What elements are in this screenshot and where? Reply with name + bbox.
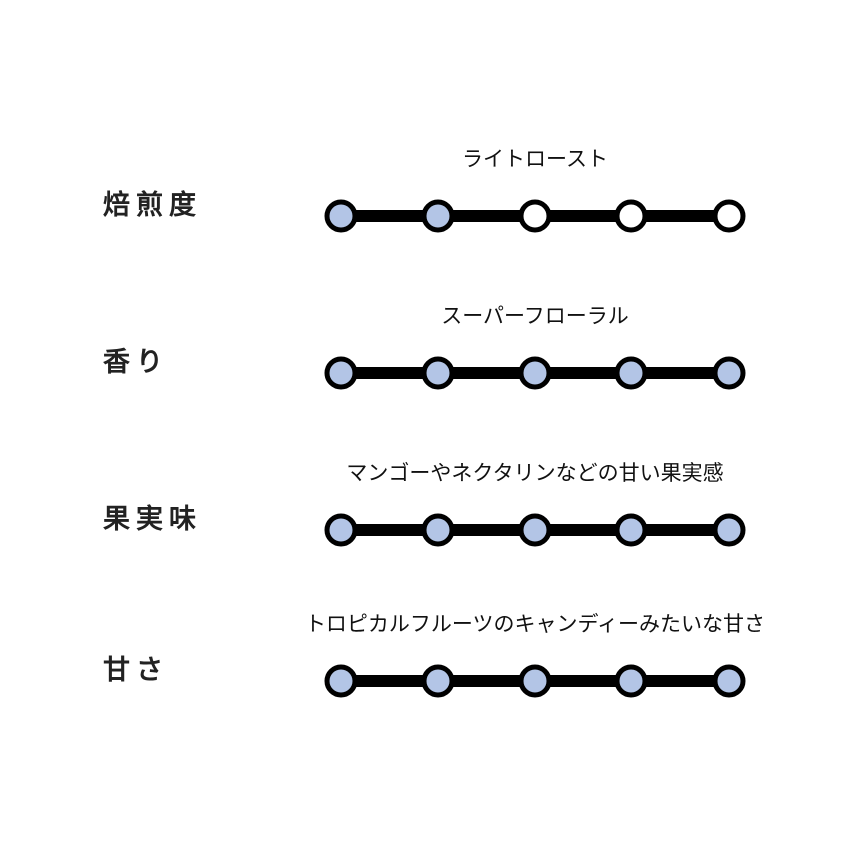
scale-dot-filled [421,513,455,547]
scale-dot-filled [421,664,455,698]
row-sweetness: 甘さ トロピカルフルーツのキャンディーみたいな甘さ [0,611,850,711]
scale-dot-filled [324,356,358,390]
row-aroma: 香り スーパーフローラル [0,303,850,403]
rating-scale [324,664,746,698]
scale-dot-empty [614,199,648,233]
row-label: 果実味 [103,504,202,535]
scale-dot-empty [712,199,746,233]
row-roast: 焙煎度 ライトロースト [0,146,850,246]
row-description: スーパーフローラル [441,304,629,328]
row-label: 甘さ [103,655,169,686]
rating-scale [324,513,746,547]
row-description: ライトロースト [462,147,608,171]
scale-dot-empty [518,199,552,233]
scale-dot-filled [518,664,552,698]
scale-dot-filled [421,199,455,233]
rating-scale [324,356,746,390]
scale-dot-filled [614,664,648,698]
scale-dot-filled [712,664,746,698]
row-description: マンゴーやネクタリンなどの甘い果実感 [346,461,724,485]
rating-scale [324,199,746,233]
scale-dot-filled [614,356,648,390]
scale-dot-filled [421,356,455,390]
row-fruitiness: 果実味 マンゴーやネクタリンなどの甘い果実感 [0,460,850,560]
scale-dot-filled [712,513,746,547]
scale-dot-filled [324,199,358,233]
row-description: トロピカルフルーツのキャンディーみたいな甘さ [304,612,766,636]
scale-dot-filled [518,356,552,390]
scale-dot-filled [712,356,746,390]
scale-dot-filled [324,513,358,547]
scale-dot-filled [614,513,648,547]
row-label: 焙煎度 [103,190,202,221]
scale-dot-filled [518,513,552,547]
row-label: 香り [103,347,169,378]
scale-dot-filled [324,664,358,698]
